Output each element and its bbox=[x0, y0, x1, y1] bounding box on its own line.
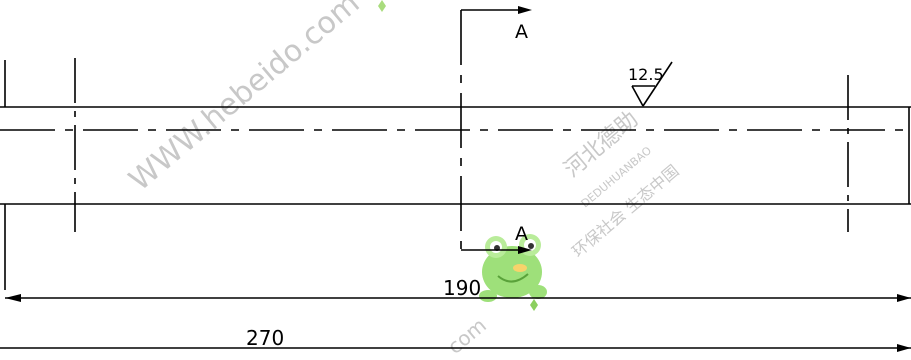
dimension-190 bbox=[5, 294, 911, 302]
dimension-270 bbox=[0, 344, 911, 352]
section-label-bottom: A bbox=[515, 223, 528, 245]
surface-finish-symbol bbox=[631, 61, 673, 107]
section-arrow-top bbox=[518, 6, 532, 14]
dimension-270-label: 270 bbox=[246, 326, 284, 350]
section-arrow-bottom bbox=[518, 246, 532, 254]
dimension-190-label: 190 bbox=[443, 276, 481, 300]
reference-lines bbox=[74, 58, 849, 232]
frog-mascot-logo bbox=[479, 234, 547, 311]
watermark-url: WWW.hebeido.com bbox=[123, 0, 367, 198]
section-cut-line bbox=[460, 9, 522, 251]
watermark-url-small: com bbox=[443, 313, 491, 359]
shaft-outline bbox=[0, 60, 911, 290]
watermark-layer: WWW.hebeido.com 河北德助 DEDUHUANBAO 环保社会 生态… bbox=[123, 0, 683, 359]
surface-finish-value: 12.5 bbox=[628, 65, 664, 84]
section-label-top: A bbox=[515, 21, 528, 43]
leaf-icon bbox=[378, 0, 386, 12]
